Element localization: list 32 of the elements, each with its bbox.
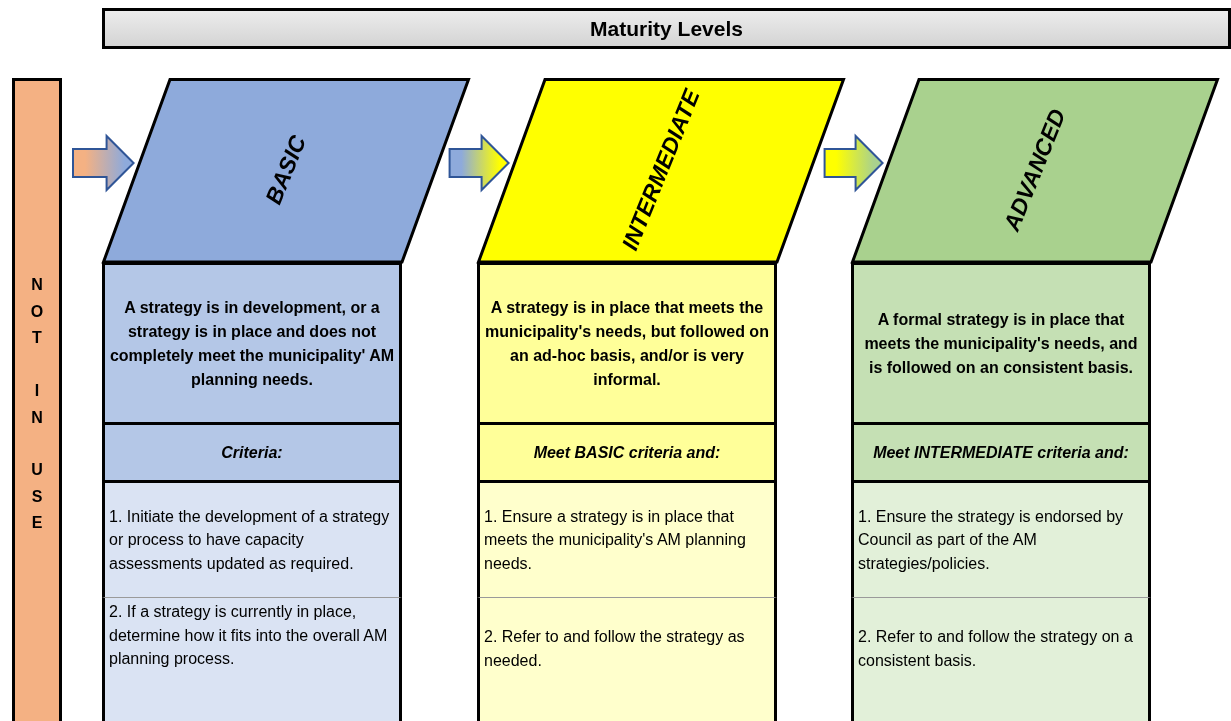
- criteria-text: 1. Ensure the strategy is endorsed by Council as part of the AM strategies/policies.: [858, 506, 1125, 574]
- level-title: BASIC: [260, 131, 312, 209]
- block-arrow: [72, 133, 135, 193]
- criteria-header-cell: [477, 422, 777, 480]
- criteria-item-cell: [477, 597, 777, 721]
- criteria-item-cell: [102, 480, 402, 597]
- description-text: A strategy is in development, or a strategy is in place and does not completely meet the municipality' AM planning needs.: [109, 297, 395, 390]
- vertical-label: NOT IN USE: [29, 275, 45, 534]
- title-bar: [102, 8, 1231, 49]
- criteria-header-cell: [851, 422, 1151, 480]
- status-bar: [12, 78, 62, 721]
- description-cell: [851, 262, 1151, 422]
- criteria-item-cell: [851, 597, 1151, 721]
- criteria-text: 1. Ensure a strategy is in place that meets the municipality's AM planning needs.: [484, 506, 747, 574]
- description-cell: [102, 262, 402, 422]
- criteria-text: 2. Refer to and follow the strategy on a consistent basis.: [858, 627, 1134, 671]
- criteria-item-cell: [102, 597, 402, 721]
- criteria-header-cell: [102, 422, 402, 480]
- description-text: A strategy is in place that meets the municipality's needs, but followed on an ad-hoc basis, and/or is very informal.: [484, 297, 770, 390]
- criteria-heading: Meet BASIC criteria and:: [533, 442, 721, 463]
- block-arrow: [448, 133, 510, 193]
- criteria-text: 2. Refer to and follow the strategy as needed.: [484, 627, 746, 671]
- criteria-item-cell: [851, 480, 1151, 597]
- description-text: A formal strategy is in place that meets the municipality's needs, and is followed on an consistent basis.: [863, 309, 1139, 378]
- title-text: Maturity Levels: [590, 16, 743, 41]
- block-arrow: [823, 133, 884, 193]
- criteria-item-cell: [477, 480, 777, 597]
- criteria-text: 2. If a strategy is currently in place, determine how it fits into the overall AM planning process.: [109, 602, 389, 670]
- criteria-text: 1. Initiate the development of a strategy or process to have capacity assessments updated as required.: [109, 506, 391, 574]
- criteria-heading: Meet INTERMEDIATE criteria and:: [873, 442, 1129, 463]
- description-cell: [477, 262, 777, 422]
- criteria-heading: Criteria:: [221, 442, 283, 463]
